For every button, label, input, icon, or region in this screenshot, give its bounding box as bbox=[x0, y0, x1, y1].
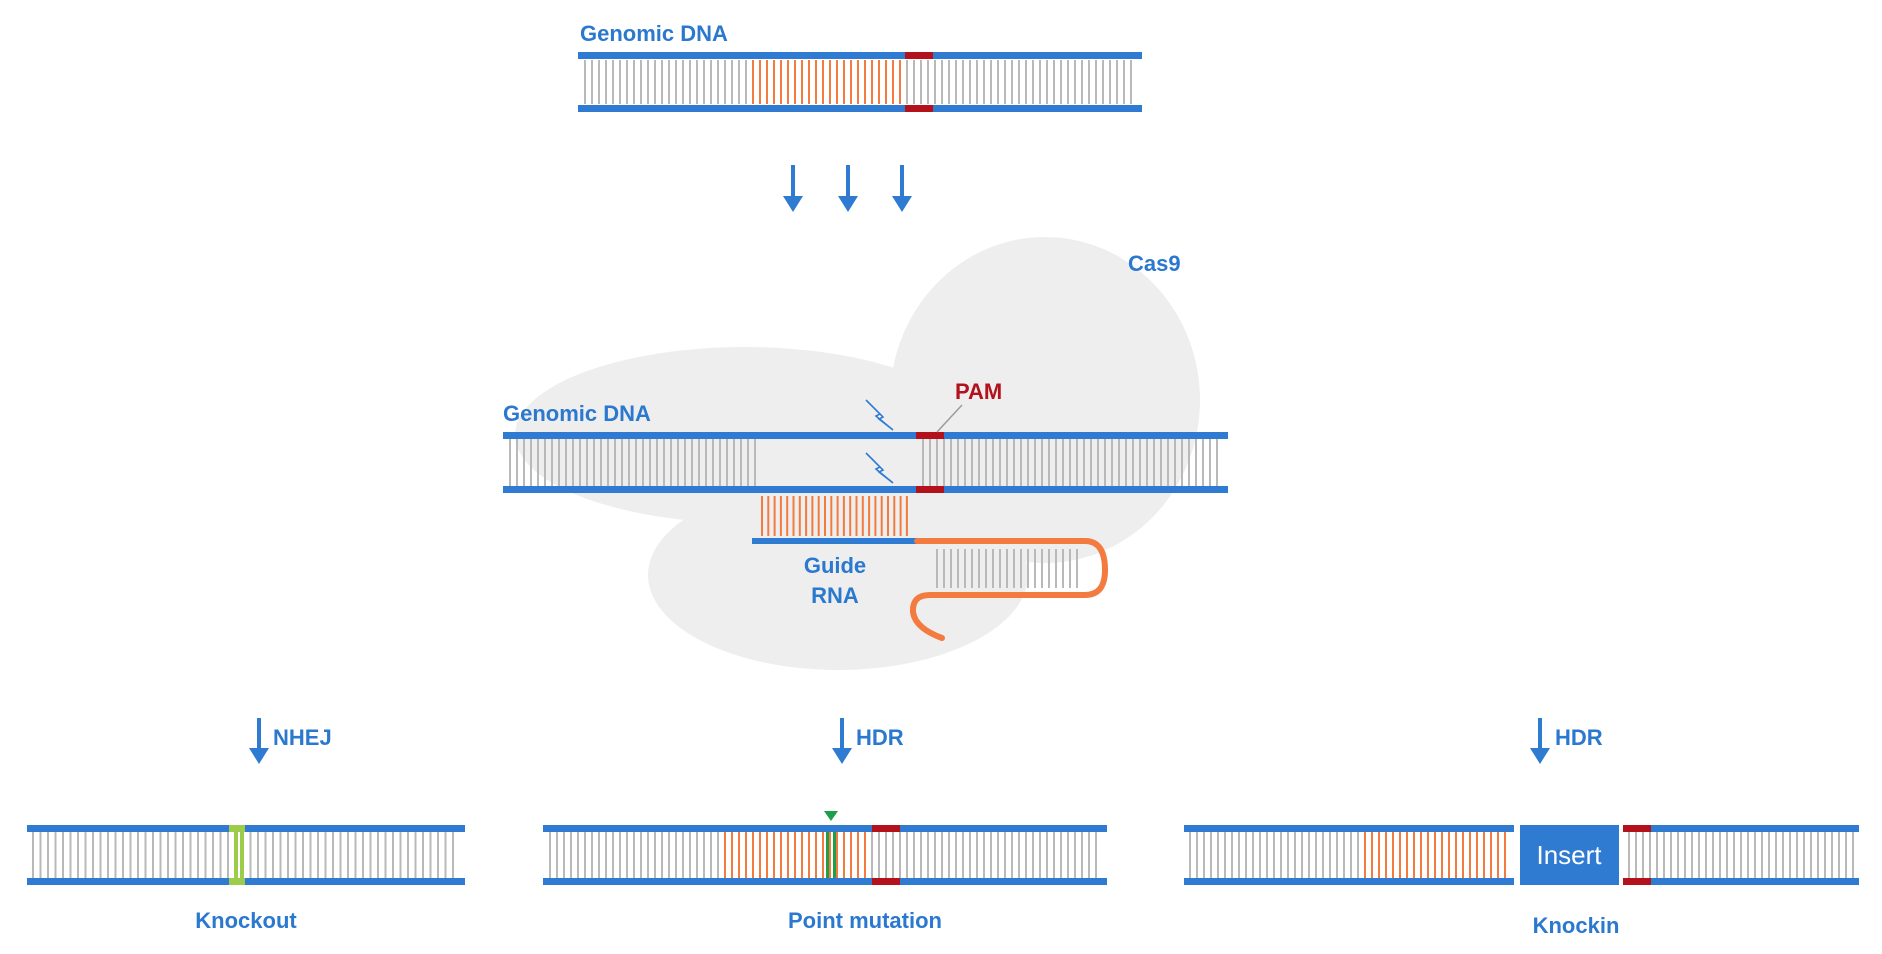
mutation-rung bbox=[826, 832, 829, 878]
down-arrow-icon bbox=[838, 165, 858, 212]
knockin-strand-lower-left bbox=[1184, 878, 1514, 885]
cas9-label: Cas9 bbox=[1128, 251, 1181, 276]
knockout-dna-strand-upper bbox=[27, 825, 465, 832]
guide-rna-label-line2: RNA bbox=[811, 583, 859, 608]
outcome-point-mutation: HDR Point mutation bbox=[543, 718, 1107, 933]
top-dna-strand-lower bbox=[578, 105, 1142, 112]
top-pam-lower bbox=[905, 105, 933, 112]
mutation-rung bbox=[833, 832, 836, 878]
knockout-dna-rungs bbox=[32, 832, 454, 878]
pathway-label-hdr: HDR bbox=[856, 725, 904, 750]
point-mutation-strand-upper bbox=[543, 825, 1107, 832]
top-dna-strand-upper bbox=[578, 52, 1142, 59]
guide-rna-spacer-rungs bbox=[761, 496, 908, 536]
down-arrows bbox=[783, 165, 912, 212]
knockout-indel-lower bbox=[229, 878, 245, 885]
down-arrow-icon bbox=[783, 165, 803, 212]
pam-label: PAM bbox=[955, 379, 1002, 404]
cas9-lobe-bottom bbox=[648, 480, 1028, 670]
complex-dna-strand-lower bbox=[503, 486, 1228, 493]
outcome-knockout: NHEJ Knockout bbox=[27, 718, 465, 933]
complex-dna-rungs bbox=[509, 439, 1218, 486]
knockin-dna-rungs bbox=[1189, 832, 1854, 878]
point-mutation-dna-rungs bbox=[549, 832, 1097, 878]
top-dna-rungs bbox=[584, 60, 1132, 104]
point-mutation-pam-upper bbox=[872, 825, 900, 832]
down-arrow-icon bbox=[892, 165, 912, 212]
knockout-indel-rung bbox=[234, 832, 238, 878]
result-label-knockout: Knockout bbox=[195, 908, 297, 933]
pathway-label-nhej: NHEJ bbox=[273, 725, 332, 750]
knockout-dna-strand-lower bbox=[27, 878, 465, 885]
guide-rna-hairpin-rungs bbox=[936, 549, 1078, 588]
complex-pam-upper bbox=[916, 432, 944, 439]
pathway-label-hdr: HDR bbox=[1555, 725, 1603, 750]
insert-label: Insert bbox=[1536, 840, 1602, 870]
knockin-strand-upper-left bbox=[1184, 825, 1514, 832]
top-genomic-dna: Genomic DNA bbox=[578, 21, 1142, 112]
complex-dna-label: Genomic DNA bbox=[503, 401, 651, 426]
knockin-strand-upper-right bbox=[1623, 825, 1859, 832]
complex-dna-strand-upper bbox=[503, 432, 1228, 439]
down-arrow-icon bbox=[832, 718, 852, 764]
top-pam-upper bbox=[905, 52, 933, 59]
knockin-strand-lower-right bbox=[1623, 878, 1859, 885]
guide-rna: Guide RNA bbox=[752, 496, 1109, 641]
knockout-indel-rung bbox=[240, 832, 244, 878]
point-mutation-strand-lower bbox=[543, 878, 1107, 885]
knockout-indel-upper bbox=[229, 825, 245, 832]
result-label-point-mutation: Point mutation bbox=[788, 908, 942, 933]
guide-rna-spacer-strand bbox=[752, 538, 917, 544]
cas9-lobe-right bbox=[890, 237, 1200, 563]
outcome-knockin: HDR Insert Knockin bbox=[1184, 718, 1859, 938]
down-arrow-icon bbox=[249, 718, 269, 764]
mutation-marker-icon bbox=[824, 811, 838, 821]
guide-rna-label-line1: Guide bbox=[804, 553, 866, 578]
knockin-pam-lower bbox=[1623, 878, 1651, 885]
cas9-protein bbox=[515, 237, 1200, 670]
lightning-bolt-icon bbox=[865, 399, 894, 431]
complex-genomic-dna: Genomic DNA PAM bbox=[503, 379, 1228, 493]
top-dna-label: Genomic DNA bbox=[580, 21, 728, 46]
insert-box bbox=[1520, 825, 1619, 885]
down-arrow-icon bbox=[1530, 718, 1550, 764]
pam-pointer-line bbox=[936, 404, 963, 433]
guide-rna-scaffold bbox=[909, 538, 1109, 641]
point-mutation-pam-lower bbox=[872, 878, 900, 885]
complex-pam-lower bbox=[916, 486, 944, 493]
lightning-bolt-icon bbox=[865, 452, 894, 484]
knockin-pam-upper bbox=[1623, 825, 1651, 832]
result-label-knockin: Knockin bbox=[1533, 913, 1620, 938]
